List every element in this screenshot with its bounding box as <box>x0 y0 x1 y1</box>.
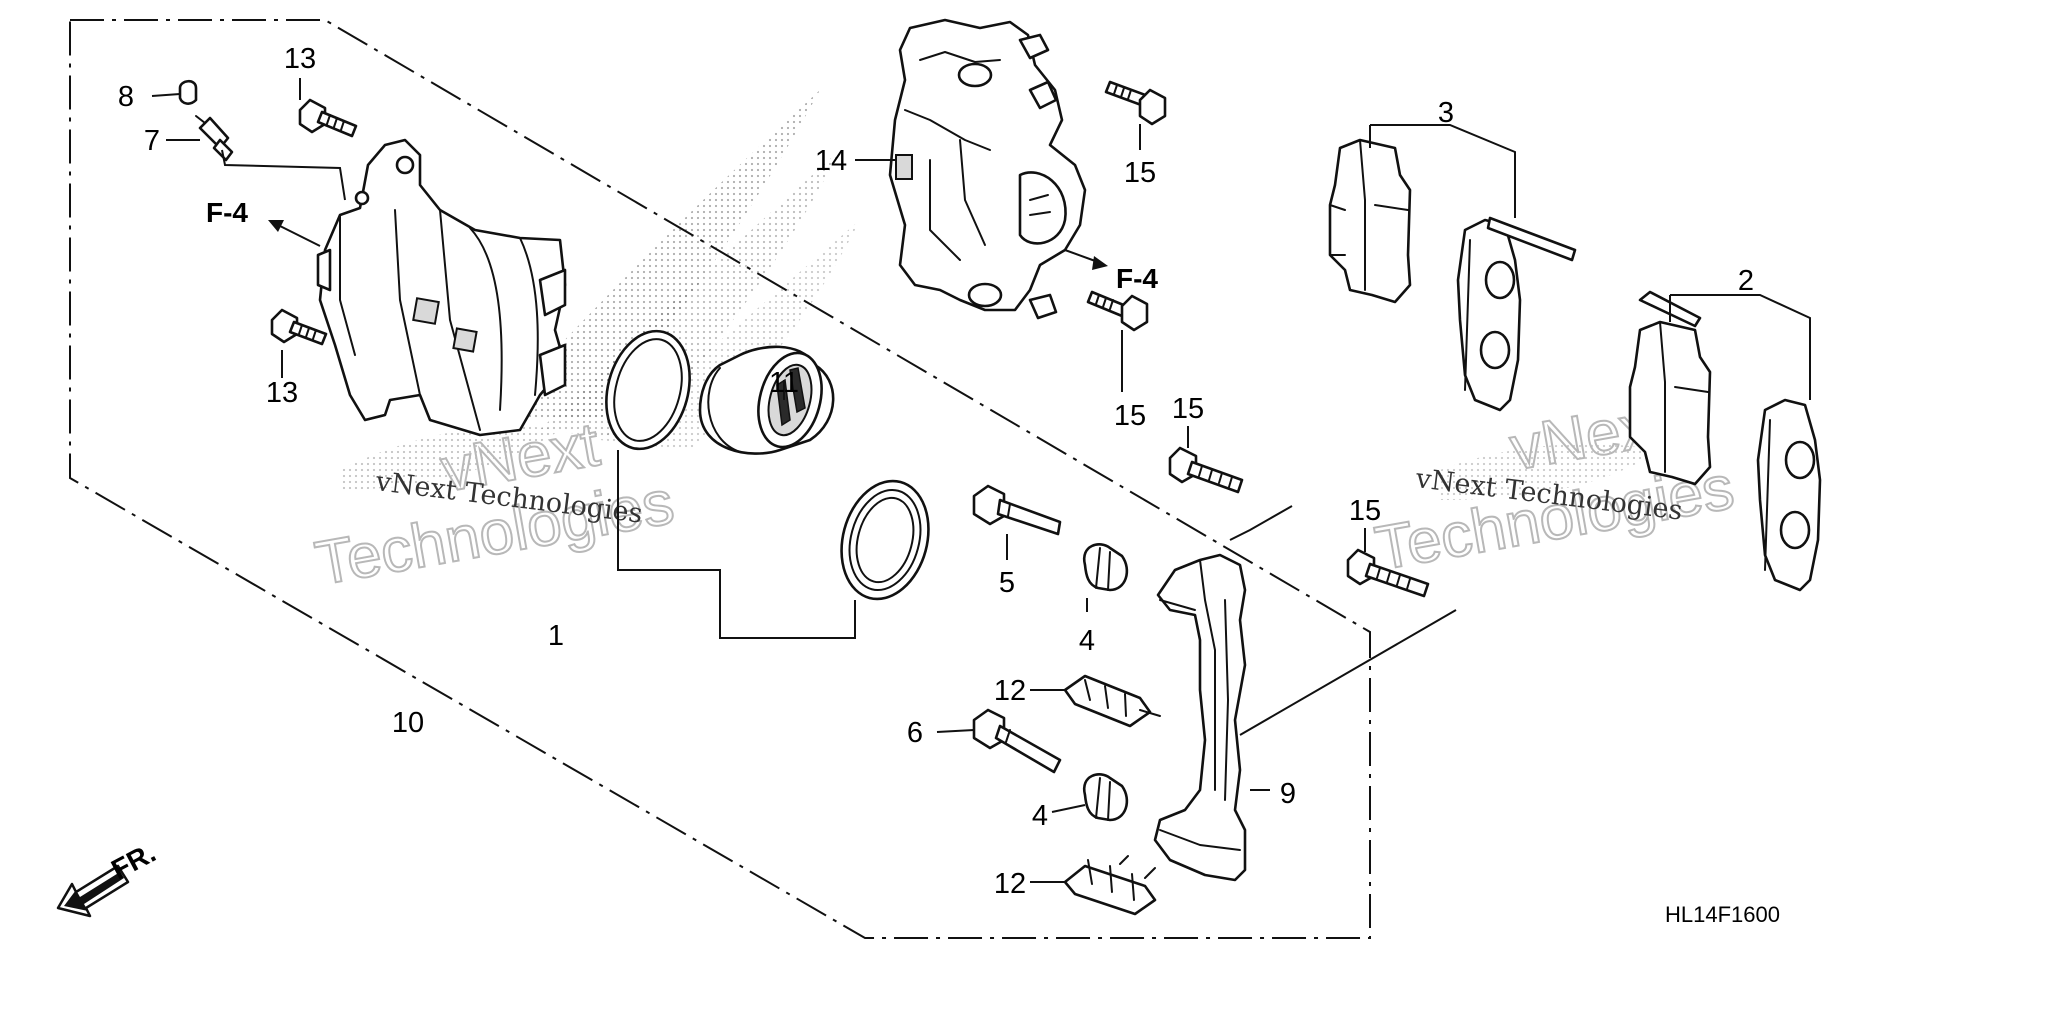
piston <box>698 345 835 455</box>
diagram-code: HL14F1600 <box>1665 902 1780 927</box>
bracket-bolt-upper <box>1168 446 1244 494</box>
slide-pin-lower <box>972 708 1062 774</box>
reference-arrow-icon <box>1092 256 1108 270</box>
mounting-bolt-middle <box>1086 290 1149 332</box>
slide-pin-upper <box>972 484 1062 536</box>
label-part-1: 1 <box>548 620 564 652</box>
pad-spring-upper <box>1063 674 1161 728</box>
pin-boot-upper <box>1082 543 1129 592</box>
ref-label-left: F-4 <box>206 197 248 228</box>
brake-pad-3-rear <box>1456 216 1577 412</box>
label-part-3: 3 <box>1438 97 1454 129</box>
label-part-12-lower: 12 <box>994 868 1026 900</box>
part-number-labels: 1 2 3 4 4 5 6 7 8 9 10 11 12 12 13 13 14… <box>118 43 1754 900</box>
label-part-11: 11 <box>769 367 799 399</box>
brake-pad-2-rear <box>1756 398 1822 592</box>
reference-arrow-right <box>1064 249 1108 270</box>
label-part-4-lower: 4 <box>1032 800 1048 832</box>
label-part-5: 5 <box>999 567 1015 599</box>
leader-lines <box>151 78 1811 883</box>
label-part-15-c: 15 <box>1172 393 1204 425</box>
label-part-6: 6 <box>907 717 923 749</box>
label-part-9: 9 <box>1280 778 1296 810</box>
mounting-bolt-upper <box>1104 80 1167 126</box>
brake-pad-3-front <box>1328 138 1412 304</box>
ref-label-right: F-4 <box>1116 263 1158 294</box>
label-part-15-b: 15 <box>1114 400 1146 432</box>
caliper-body <box>316 138 567 437</box>
pin-boot-lower <box>1082 773 1129 822</box>
label-part-15-a: 15 <box>1124 157 1156 189</box>
pad-spring-lower <box>1063 855 1157 916</box>
reference-arrow-icon <box>268 220 284 232</box>
caliper-bolt-lower <box>270 308 328 346</box>
caliper-bracket <box>1153 553 1247 882</box>
dust-seal <box>840 479 930 601</box>
label-part-10: 10 <box>392 707 424 739</box>
piston-seal <box>605 329 691 451</box>
caliper-assembly-outline <box>69 19 1371 939</box>
bleeder-screw <box>195 115 234 162</box>
label-part-12-upper: 12 <box>994 675 1026 707</box>
brake-pad-2-front <box>1628 290 1712 486</box>
label-part-14: 14 <box>815 145 847 177</box>
caliper-bolt-upper <box>298 98 358 138</box>
label-part-13-upper: 13 <box>284 43 316 75</box>
label-part-2: 2 <box>1738 265 1754 297</box>
front-direction-arrow-icon <box>56 864 130 918</box>
label-part-4-upper: 4 <box>1079 625 1095 657</box>
label-part-8: 8 <box>118 81 134 113</box>
bracket-bolt-lower <box>1346 548 1430 598</box>
bleeder-cap <box>178 79 198 105</box>
reference-arrow-left <box>268 220 321 247</box>
label-part-7: 7 <box>144 125 160 157</box>
label-part-13-lower: 13 <box>266 377 298 409</box>
label-part-15-d: 15 <box>1349 495 1381 527</box>
caliper-assembly <box>888 18 1087 320</box>
